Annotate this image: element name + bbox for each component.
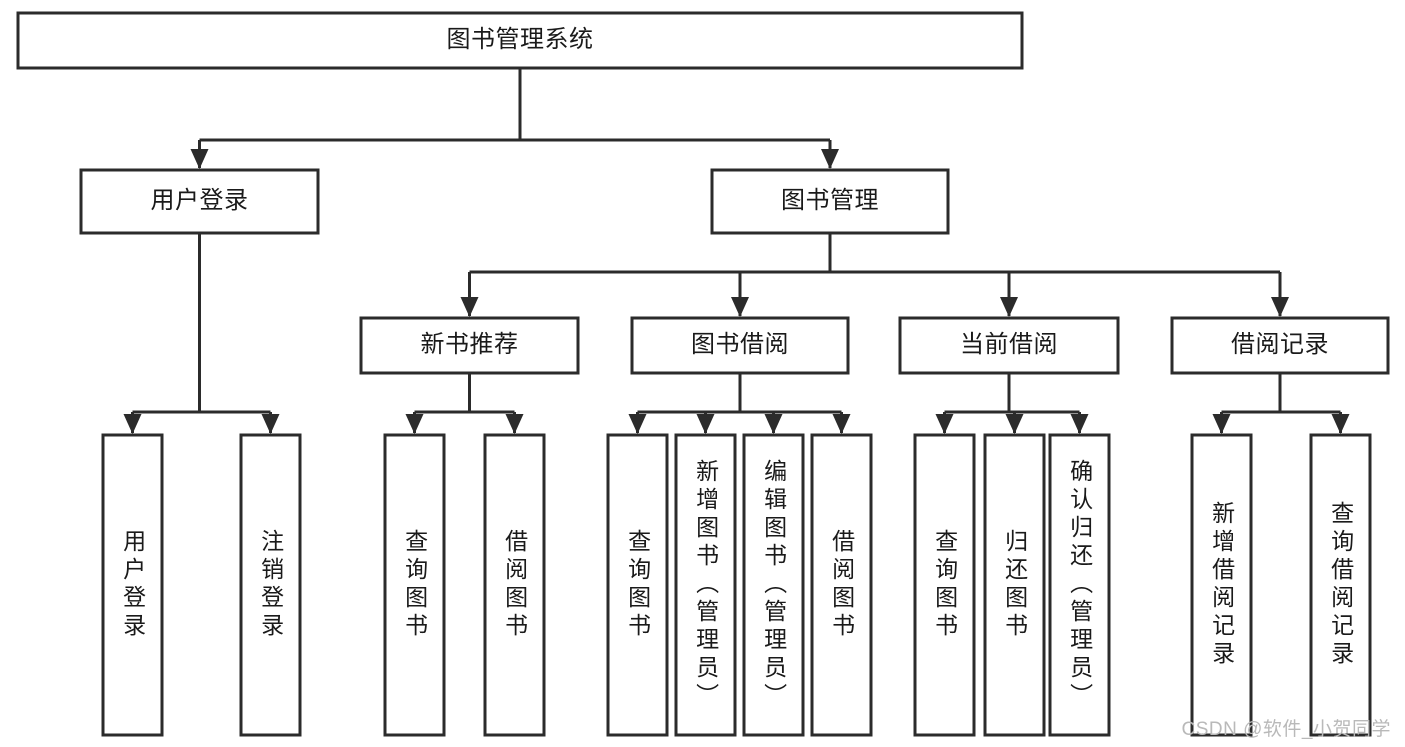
node-boxes	[16, 11, 1390, 737]
arrow-head-icon-leaf-edit-book-admin	[764, 414, 783, 434]
node-box-leaf-add-borrow-record	[1190, 433, 1253, 737]
node-box-leaf-query-book-recommend	[383, 433, 446, 737]
arrow-head-icon-book-manage	[821, 149, 839, 169]
node-box-leaf-user-logout	[239, 433, 302, 737]
arrow-head-icon-leaf-borrow-book-recommend	[505, 414, 524, 434]
arrow-head-icon-leaf-query-book-recommend	[405, 414, 424, 434]
arrow-head-icon-current-borrow	[1000, 297, 1018, 317]
node-box-new-book-recommend	[359, 316, 580, 375]
arrow-head-icon-leaf-user-logout	[261, 414, 280, 434]
arrow-head-icon-leaf-query-borrow-record	[1331, 414, 1350, 434]
node-box-leaf-query-book-borrow	[606, 433, 669, 737]
arrow-head-icon-borrow-record	[1271, 297, 1289, 317]
arrow-head-icon-leaf-add-borrow-record	[1212, 414, 1231, 434]
arrow-head-icon-book-borrow	[731, 297, 749, 317]
arrow-head-icon-new-book-recommend	[460, 297, 479, 317]
node-box-book-manage	[710, 168, 950, 235]
arrow-head-icon-leaf-add-book-admin	[696, 414, 715, 434]
connector-lines	[123, 68, 1350, 434]
arrow-head-icon-leaf-confirm-return-admin	[1070, 414, 1089, 434]
arrow-head-icon-leaf-return-book	[1005, 414, 1024, 434]
node-box-leaf-user-login	[101, 433, 164, 737]
watermark-text: CSDN @软件_小贺同学	[1181, 719, 1391, 740]
node-box-leaf-return-book	[983, 433, 1046, 737]
node-box-root	[16, 11, 1024, 70]
node-box-leaf-add-book-admin	[674, 433, 737, 737]
node-box-leaf-borrow-book	[810, 433, 873, 737]
arrow-head-icon-leaf-query-book-current	[935, 414, 954, 434]
node-box-leaf-confirm-return-admin	[1048, 433, 1111, 737]
arrow-head-icon-leaf-borrow-book	[832, 414, 851, 434]
node-box-leaf-borrow-book-recommend	[483, 433, 546, 737]
arrow-head-icon-leaf-query-book-borrow	[628, 414, 647, 434]
node-box-leaf-edit-book-admin	[742, 433, 805, 737]
node-box-book-borrow	[630, 316, 850, 375]
node-box-leaf-query-borrow-record	[1309, 433, 1372, 737]
arrow-head-icon-user-login	[190, 149, 209, 169]
node-box-user-login	[79, 168, 320, 235]
arrow-head-icon-leaf-user-login	[123, 414, 142, 434]
node-box-leaf-query-book-current	[913, 433, 976, 737]
node-box-current-borrow	[898, 316, 1120, 375]
node-box-borrow-record	[1170, 316, 1390, 375]
